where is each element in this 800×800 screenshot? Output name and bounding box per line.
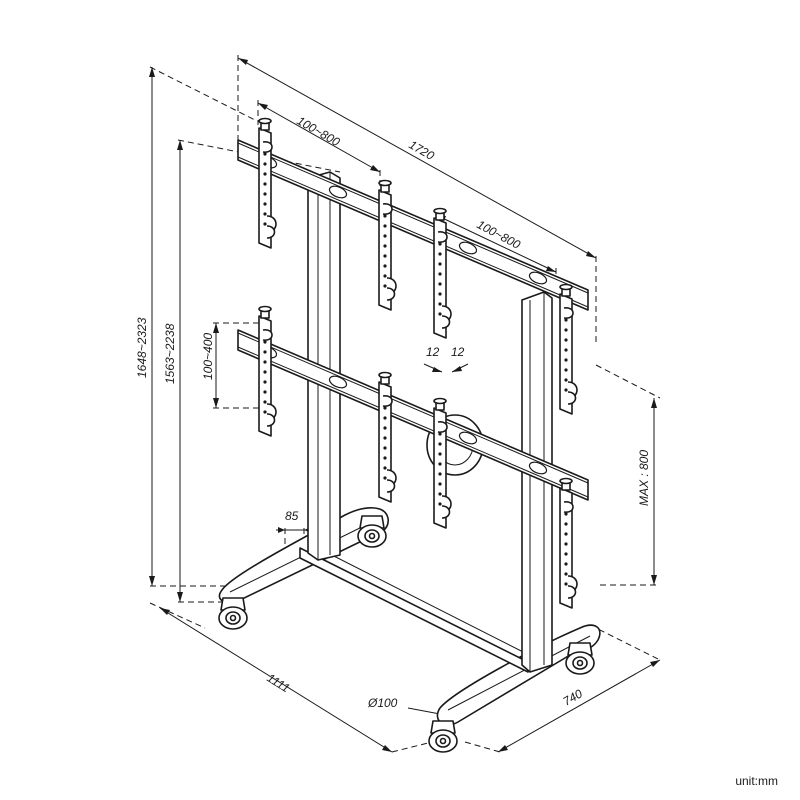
dim-caster-diameter: Ø100 <box>367 696 398 710</box>
dim-base-length: 1111 <box>264 671 292 696</box>
dim-top-width: 1720 <box>407 137 437 163</box>
dim-offset-85: 85 <box>285 509 299 523</box>
base-frame <box>218 507 601 753</box>
dim-offset-left: 12 <box>426 345 440 359</box>
dim-base-depth: 740 <box>561 686 586 708</box>
dim-mount-height: 1563~2238 <box>163 323 177 384</box>
dim-offset-right: 12 <box>451 345 465 359</box>
dim-mid-vertical-spacing: 100~400 <box>201 333 215 380</box>
dim-max-vertical: MAX : 800 <box>637 450 651 506</box>
dim-total-height: 1648~2323 <box>135 317 149 378</box>
dim-top-left-spacing: 100~800 <box>295 113 343 149</box>
unit-label: unit:mm <box>735 774 778 788</box>
